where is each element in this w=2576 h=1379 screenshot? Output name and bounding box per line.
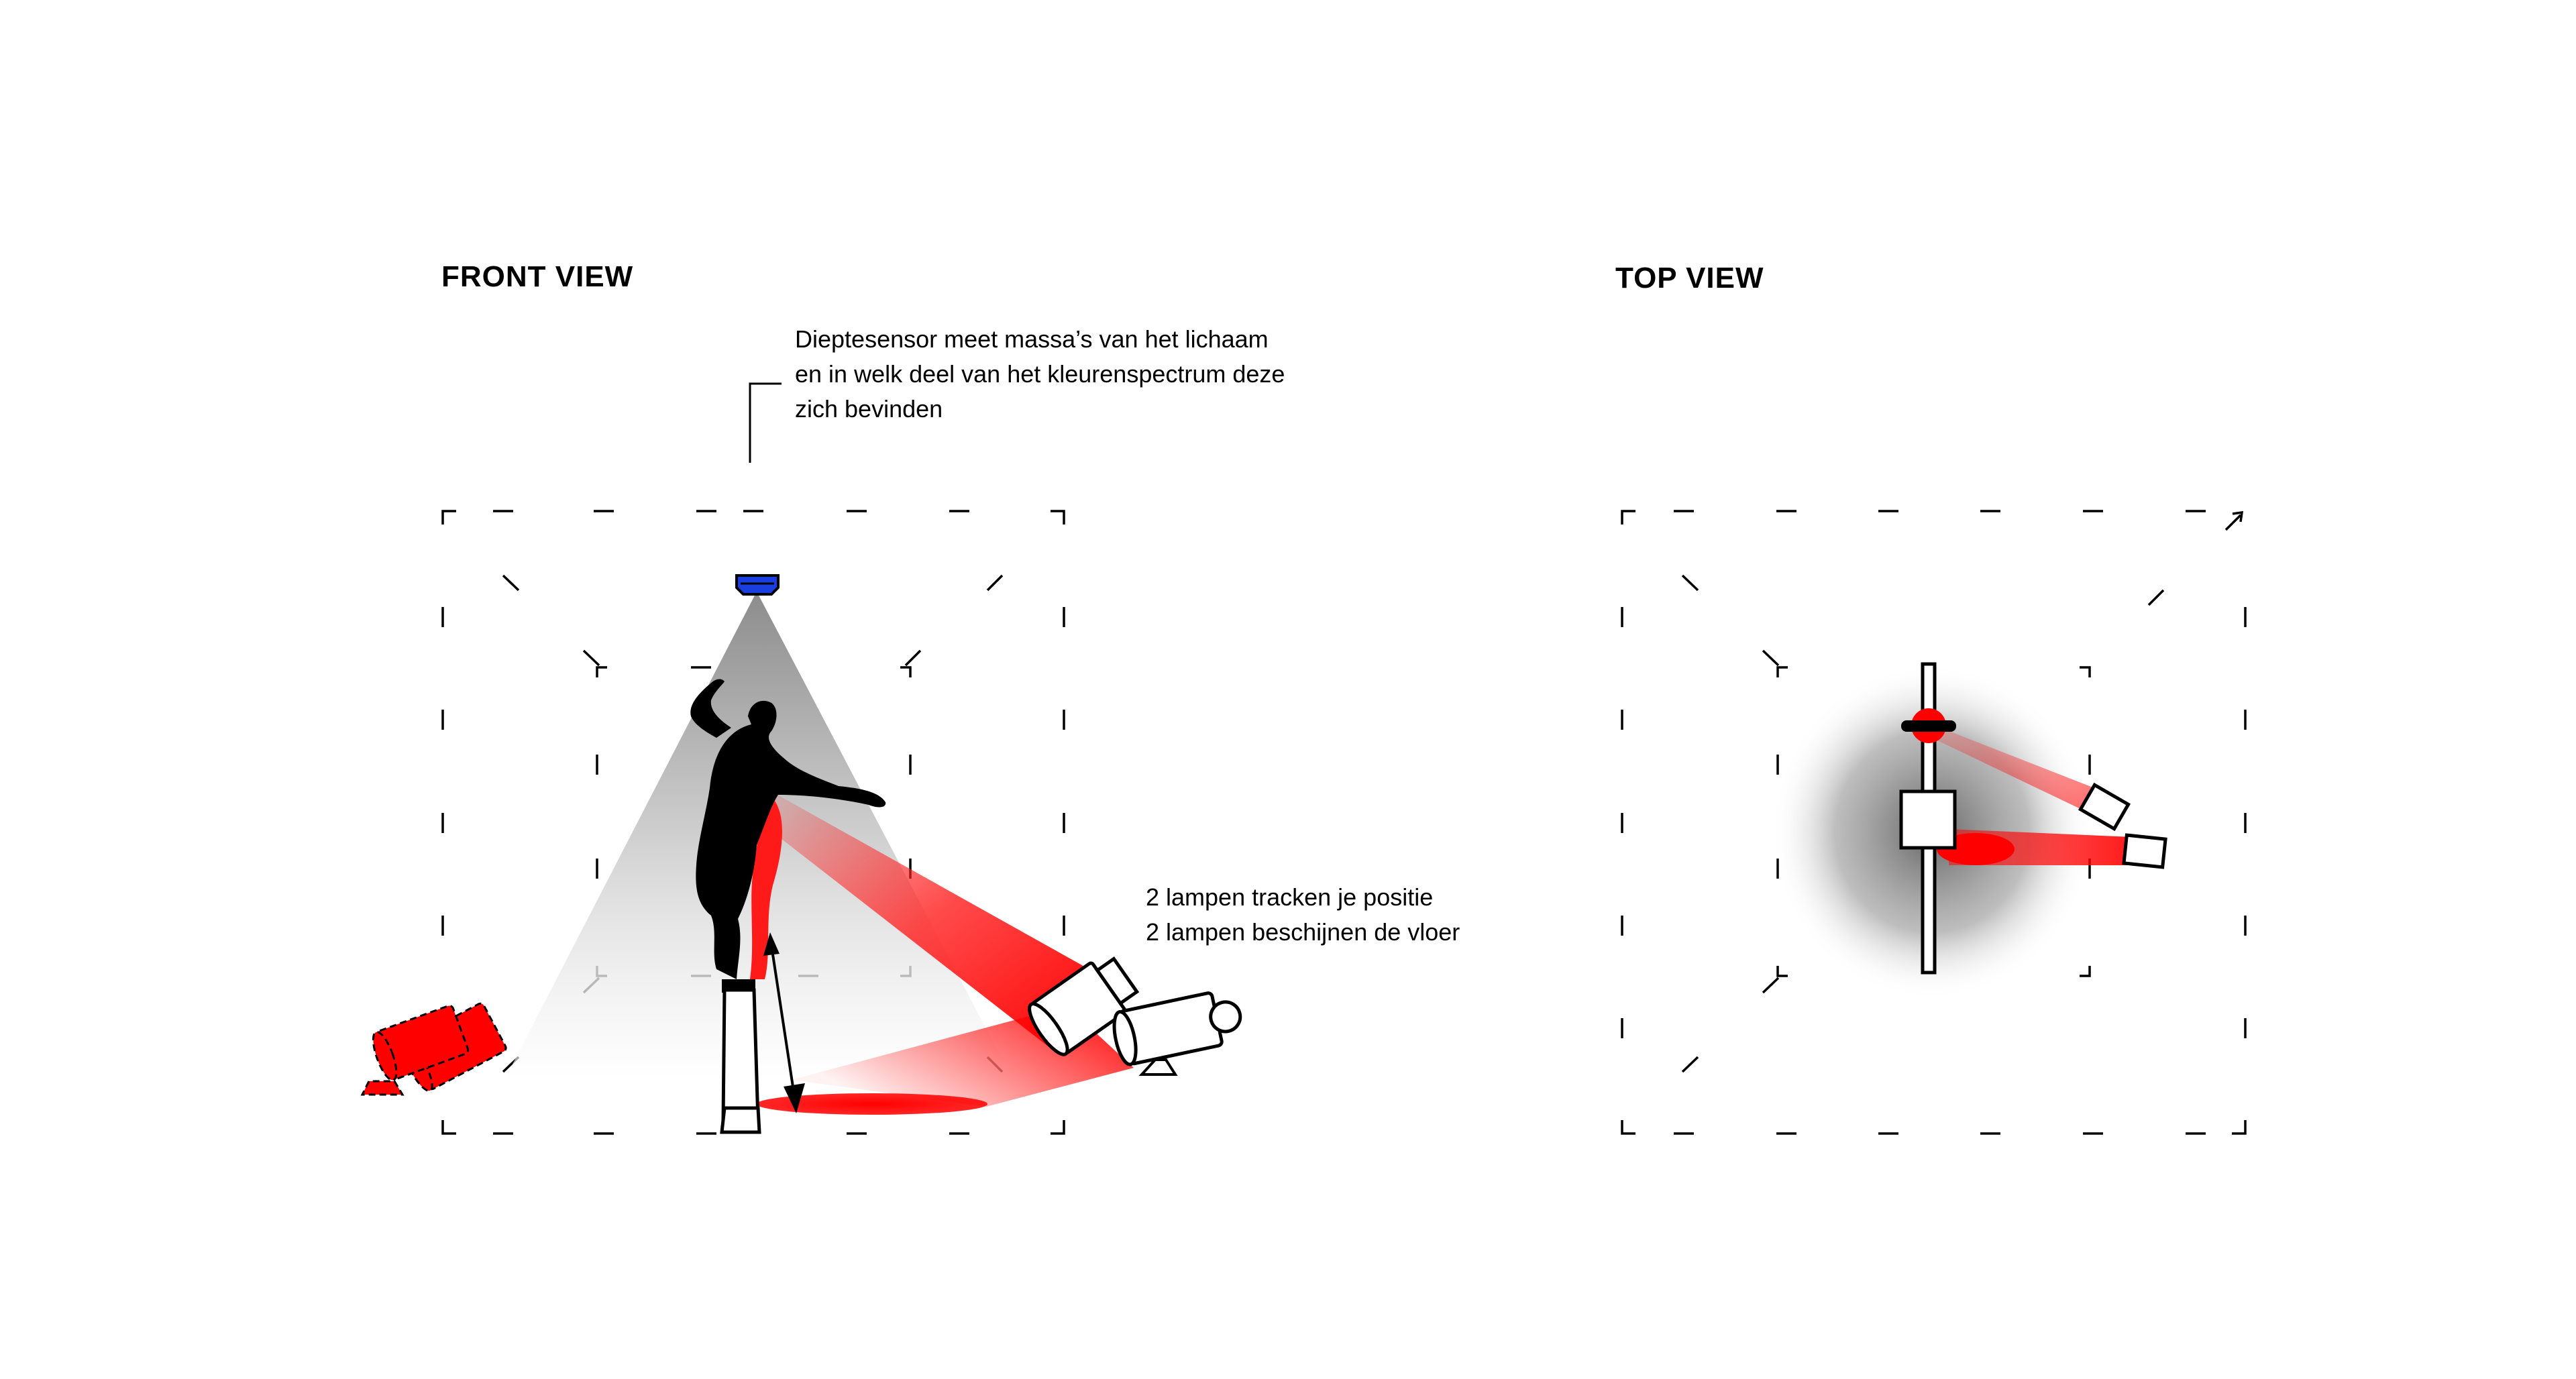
double-arrow-icon	[763, 932, 805, 1113]
top-view-heading: TOP VIEW	[1615, 262, 1764, 294]
tracking-beam	[757, 791, 1097, 1050]
spotlight-icon	[1028, 956, 1242, 1076]
lamps-annotation: 2 lampen tracken je positie 2 lampen bes…	[1146, 880, 1615, 950]
floor-light-spot	[757, 1093, 987, 1115]
sensor-annotation-line-2: en in welk deel van het kleurenspectrum …	[795, 360, 1285, 388]
sensor-annotation-line-1: Dieptesensor meet massa’s van het lichaa…	[795, 325, 1269, 353]
sensor-annotation-line-3: zich bevinden	[795, 395, 943, 423]
sensor-annotation: Dieptesensor meet massa’s van het lichaa…	[795, 322, 1399, 427]
front-view-heading: FRONT VIEW	[441, 260, 634, 293]
top-spotlight-icon	[2078, 782, 2167, 869]
person-leg-outline	[721, 988, 760, 1123]
depth-sensor-icon	[735, 574, 780, 596]
person-shoulders-top	[1901, 720, 1956, 732]
top-outline-outer	[1621, 510, 2247, 1135]
lamps-annotation-line-1: 2 lampen tracken je positie	[1146, 883, 1434, 911]
lamps-annotation-line-2: 2 lampen beschijnen de vloer	[1146, 918, 1460, 946]
sensor-leader-line	[749, 382, 782, 463]
floor-spotlight-icon	[360, 1002, 507, 1096]
top-view	[1621, 510, 2247, 1135]
room-outline-outer	[441, 510, 1065, 1135]
front-view	[360, 382, 1242, 1135]
top-tracking-beam	[1932, 724, 2103, 815]
person-body-top	[1899, 789, 1957, 850]
person-foot-outline	[720, 1106, 761, 1134]
